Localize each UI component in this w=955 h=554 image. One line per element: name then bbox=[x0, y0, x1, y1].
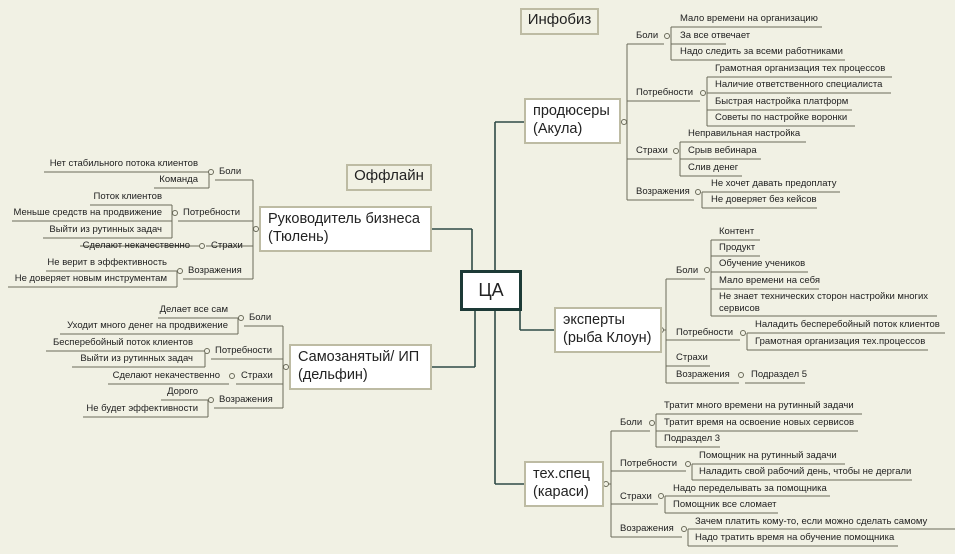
producers-fear-item[interactable]: Слив денег bbox=[688, 162, 739, 173]
producers-need-item[interactable]: Советы по настройке воронки bbox=[715, 112, 848, 123]
experts-pain-item[interactable]: Не знает технических сторон настройки мн… bbox=[719, 291, 929, 314]
business-needs-label[interactable]: Потребности bbox=[183, 207, 241, 218]
node-experts-subtitle: (рыба Клоун) bbox=[563, 330, 652, 346]
node-tech-subtitle: (караси) bbox=[533, 484, 589, 500]
selfemployed-pains-label[interactable]: Боли bbox=[249, 312, 272, 323]
node-selfemployed-subtitle: (дельфин) bbox=[298, 367, 368, 383]
producers-needs-label[interactable]: Потребности bbox=[636, 87, 694, 98]
producers-pain-item[interactable]: Мало времени на организацию bbox=[680, 13, 818, 24]
experts-need-item[interactable]: Наладить бесперебойный поток клиентов bbox=[755, 319, 940, 330]
business-need-item[interactable]: Выйти из рутинных задач bbox=[49, 224, 162, 235]
business-fear-item[interactable]: Сделают некачественно bbox=[82, 240, 190, 251]
business-objection-item[interactable]: Не доверяет новым инструментам bbox=[14, 273, 167, 284]
producers-objection-item[interactable]: Не доверяет без кейсов bbox=[711, 194, 817, 205]
experts-pain-item[interactable]: Продукт bbox=[719, 242, 756, 253]
selfemployed-pain-item[interactable]: Делает все сам bbox=[159, 304, 228, 315]
experts-pain-item[interactable]: Обучение учеников bbox=[719, 258, 806, 269]
offline-label[interactable]: Оффлайн bbox=[346, 164, 432, 191]
node-producers-subtitle: (Акула) bbox=[533, 121, 583, 137]
node-selfemployed-title: Самозанятый/ ИП bbox=[298, 349, 420, 365]
business-need-item[interactable]: Поток клиентов bbox=[93, 191, 162, 202]
infobiz-label[interactable]: Инфобиз bbox=[520, 8, 599, 35]
selfemployed-objection-item[interactable]: Не будет эффективности bbox=[86, 403, 198, 414]
tech-pain-item[interactable]: Тратит время на освоение новых сервисов bbox=[664, 417, 855, 428]
business-pains-label[interactable]: Боли bbox=[219, 166, 242, 177]
business-objections-label[interactable]: Возражения bbox=[188, 265, 242, 276]
node-tech[interactable]: тех.спец (караси) bbox=[524, 461, 604, 507]
producers-pains-label[interactable]: Боли bbox=[636, 30, 659, 41]
tech-need-item[interactable]: Наладить свой рабочий день, чтобы не дер… bbox=[699, 466, 912, 477]
tech-fear-item[interactable]: Надо переделывать за помощника bbox=[673, 483, 827, 494]
business-pain-item[interactable]: Команда bbox=[159, 174, 198, 185]
selfemployed-need-item[interactable]: Бесперебойный поток клиентов bbox=[53, 337, 193, 348]
tech-fear-item[interactable]: Помощник все сломает bbox=[673, 499, 777, 510]
experts-pain-item[interactable]: Мало времени на себя bbox=[719, 275, 820, 286]
business-objection-item[interactable]: Не верит в эффективность bbox=[47, 257, 167, 268]
producers-fear-item[interactable]: Срыв вебинара bbox=[688, 145, 757, 156]
tech-fears-label[interactable]: Страхи bbox=[620, 491, 652, 502]
selfemployed-fears-label[interactable]: Страхи bbox=[241, 370, 273, 381]
experts-objection-item[interactable]: Подраздел 5 bbox=[751, 369, 808, 380]
tech-pain-item[interactable]: Тратит много времени на рутинный задачи bbox=[664, 400, 854, 411]
experts-needs-label[interactable]: Потребности bbox=[676, 327, 734, 338]
node-business-subtitle: (Тюлень) bbox=[268, 229, 329, 245]
producers-need-item[interactable]: Грамотная организация тех процессов bbox=[715, 63, 886, 74]
node-selfemployed[interactable]: Самозанятый/ ИП (дельфин) bbox=[289, 344, 432, 390]
producers-objection-item[interactable]: Не хочет давать предоплату bbox=[711, 178, 837, 189]
producers-pain-item[interactable]: Надо следить за всеми работниками bbox=[680, 46, 843, 57]
selfemployed-pain-item[interactable]: Уходит много денег на продвижение bbox=[67, 320, 228, 331]
experts-objections-label[interactable]: Возражения bbox=[676, 369, 730, 380]
business-fears-label[interactable]: Страхи bbox=[211, 240, 243, 251]
producers-fears-label[interactable]: Страхи bbox=[636, 145, 668, 156]
node-business[interactable]: Руководитель бизнеса (Тюлень) bbox=[259, 206, 432, 252]
tech-pain-item[interactable]: Подраздел 3 bbox=[664, 433, 721, 444]
node-producers-title: продюсеры bbox=[533, 103, 610, 119]
node-tech-title: тех.спец bbox=[533, 466, 590, 482]
producers-pain-item[interactable]: За все отвечает bbox=[680, 30, 751, 41]
experts-need-item[interactable]: Грамотная организация тех.процессов bbox=[755, 336, 926, 347]
node-experts-title: эксперты bbox=[563, 312, 625, 328]
root-node[interactable]: ЦА bbox=[460, 270, 522, 311]
producers-objections-label[interactable]: Возражения bbox=[636, 186, 690, 197]
node-business-title: Руководитель бизнеса bbox=[268, 211, 420, 227]
experts-pains-label[interactable]: Боли bbox=[676, 265, 699, 276]
node-producers[interactable]: продюсеры (Акула) bbox=[524, 98, 621, 144]
producers-fear-item[interactable]: Неправильная настройка bbox=[688, 128, 801, 139]
business-need-item[interactable]: Меньше средств на продвижение bbox=[13, 207, 162, 218]
experts-pain-item[interactable]: Контент bbox=[719, 226, 755, 237]
tech-needs-label[interactable]: Потребности bbox=[620, 458, 678, 469]
tech-objection-item[interactable]: Надо тратить время на обучение помощника bbox=[695, 532, 895, 543]
tech-need-item[interactable]: Помощник на рутинный задачи bbox=[699, 450, 837, 461]
business-pain-item[interactable]: Нет стабильного потока клиентов bbox=[49, 158, 198, 169]
selfemployed-fear-item[interactable]: Сделают некачественно bbox=[112, 370, 220, 381]
producers-need-item[interactable]: Наличие ответственного специалиста bbox=[715, 79, 883, 90]
node-experts[interactable]: эксперты (рыба Клоун) bbox=[554, 307, 662, 353]
tech-objection-item[interactable]: Зачем платить кому-то, если можно сделат… bbox=[695, 516, 928, 527]
selfemployed-needs-label[interactable]: Потребности bbox=[215, 345, 273, 356]
producers-need-item[interactable]: Быстрая настройка платформ bbox=[715, 96, 849, 107]
selfemployed-need-item[interactable]: Выйти из рутинных задач bbox=[80, 353, 193, 364]
experts-fears-label[interactable]: Страхи bbox=[676, 352, 708, 363]
tech-objections-label[interactable]: Возражения bbox=[620, 523, 674, 534]
selfemployed-objection-item[interactable]: Дорого bbox=[167, 386, 198, 397]
selfemployed-objections-label[interactable]: Возражения bbox=[219, 394, 273, 405]
tech-pains-label[interactable]: Боли bbox=[620, 417, 643, 428]
